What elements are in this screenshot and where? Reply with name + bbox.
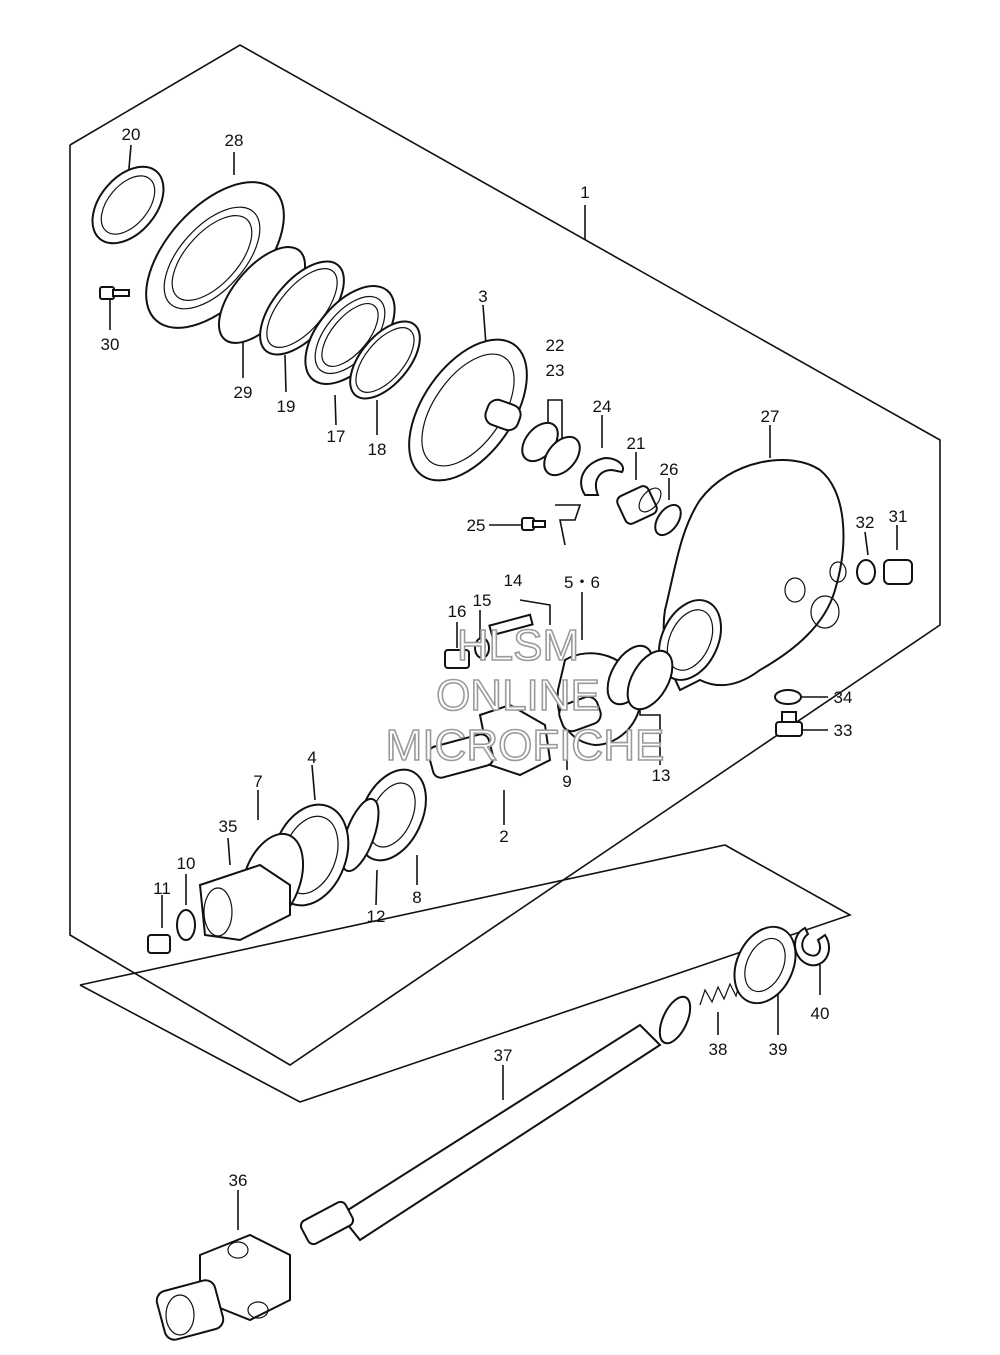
label-part-17: 17: [327, 427, 346, 446]
label-part-11: 11: [153, 879, 171, 898]
label-part-39: 39: [769, 1040, 788, 1059]
washer-32: [856, 559, 876, 585]
shaft-group-frame: [79, 844, 852, 1103]
label-part-31: 31: [889, 507, 908, 526]
boot-39: [733, 925, 797, 1005]
label-part-34: 34: [834, 688, 853, 707]
watermark-line-3: MICROFICHE: [386, 721, 665, 770]
label-part-1: 1: [580, 183, 589, 202]
label-part-25: 25: [467, 516, 486, 535]
joint-35: [198, 863, 291, 942]
nut-11: [147, 934, 171, 954]
watermark: HLSM ONLINE MICROFICHE: [385, 620, 665, 771]
spring-38: [699, 981, 741, 1006]
stud-bolt-14: [488, 613, 534, 637]
circlip-24: [580, 456, 624, 496]
filler-plug-31: [883, 559, 913, 585]
label-part-35: 35: [219, 817, 238, 836]
label-part-16: 16: [448, 602, 467, 621]
label-part-22: 22: [546, 336, 565, 355]
oil-seal-20: [91, 165, 165, 245]
label-part-29: 29: [234, 383, 253, 402]
label-part-19: 19: [277, 397, 296, 416]
bearing-8: [357, 768, 427, 862]
label-part-18: 18: [368, 440, 387, 459]
label-part-7: 7: [253, 772, 262, 791]
bolt-30: [99, 286, 130, 300]
label-part-15: 15: [473, 591, 492, 610]
washer-34: [774, 689, 802, 705]
label-part-36: 36: [229, 1171, 248, 1190]
label-part-4: 4: [307, 748, 316, 767]
assembly-boundary-frame: [69, 44, 941, 1066]
washer-10: [176, 909, 196, 941]
circlip-40: [794, 926, 830, 967]
label-part-23: 23: [546, 361, 565, 380]
label-part-26: 26: [660, 460, 679, 479]
label-part-27: 27: [761, 407, 780, 426]
label-part-5-6: 5・6: [564, 573, 600, 592]
universal-joint-36: [155, 1233, 291, 1341]
label-part-40: 40: [811, 1004, 830, 1023]
label-part-3: 3: [478, 287, 487, 306]
ring-26: [654, 503, 682, 537]
label-part-21: 21: [627, 434, 646, 453]
label-part-20: 20: [122, 125, 141, 144]
label-part-38: 38: [709, 1040, 728, 1059]
pinion-gear-2: [427, 703, 552, 779]
watermark-line-2: ONLINE: [436, 671, 600, 720]
final-gear-case-27: [658, 459, 847, 692]
label-part-9: 9: [562, 772, 571, 791]
label-part-8: 8: [412, 888, 421, 907]
nut-16: [444, 649, 470, 669]
label-part-14: 14: [504, 571, 523, 590]
washer-15: [474, 637, 490, 659]
part-number-labels: 1 20 28 3 22 23 30 29 19 24 27 17 18 21 …: [101, 125, 908, 1190]
label-part-37: 37: [494, 1046, 513, 1065]
label-part-24: 24: [593, 397, 612, 416]
watermark-line-1: HLSM: [457, 621, 579, 670]
label-part-13: 13: [652, 766, 671, 785]
shim-23: [543, 435, 581, 477]
label-part-10: 10: [177, 854, 196, 873]
ring-18: [349, 320, 421, 400]
label-part-33: 33: [834, 721, 853, 740]
label-part-30: 30: [101, 335, 120, 354]
label-part-2: 2: [499, 827, 508, 846]
ring-gear-3: [408, 338, 528, 482]
drive-shaft-37: [299, 995, 692, 1246]
drain-plug-33: [775, 711, 803, 737]
ring-13b: [626, 649, 674, 711]
needle-bearing-21: [616, 485, 662, 525]
bearing-retainer-28: [145, 181, 285, 329]
bolt-25: [521, 517, 546, 531]
label-part-12: 12: [367, 907, 386, 926]
label-part-28: 28: [225, 131, 244, 150]
label-part-32: 32: [856, 513, 875, 532]
